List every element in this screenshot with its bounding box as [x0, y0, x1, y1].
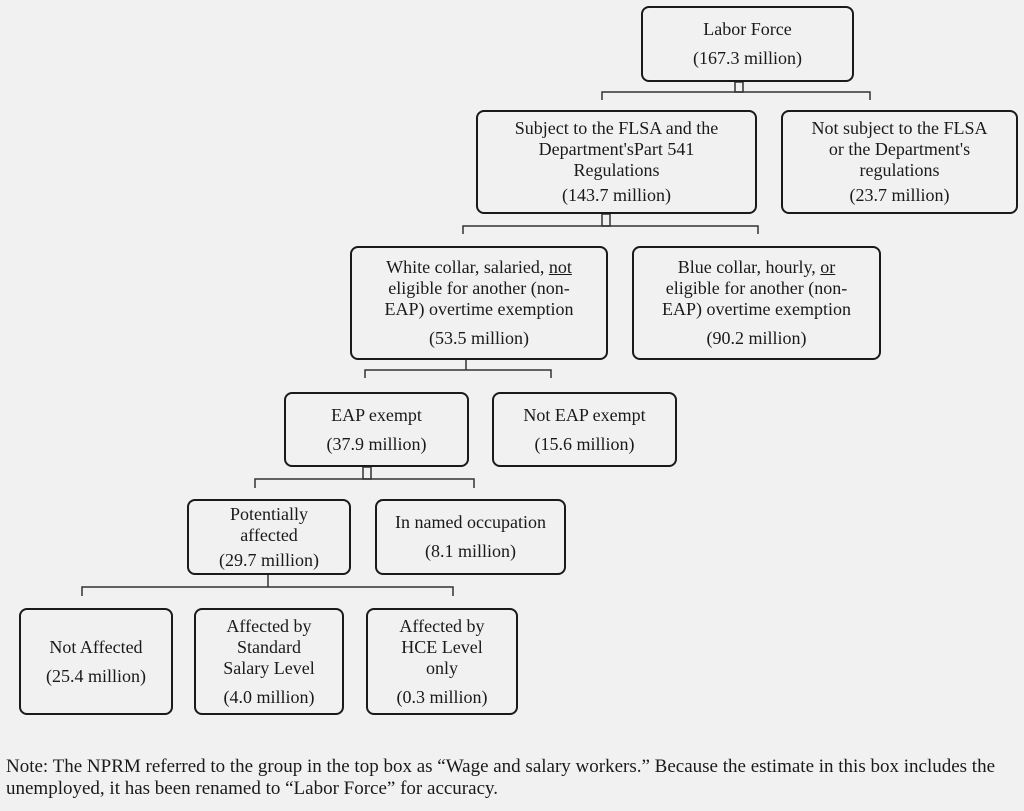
footnote: Note: The NPRM referred to the group in …	[6, 756, 996, 799]
white-collar-label-post: eligible for another (non- EAP) overtime…	[384, 278, 574, 319]
blue-collar-label: Blue collar, hourly, or eligible for ano…	[662, 257, 851, 320]
connector-stub	[601, 213, 611, 227]
potentially-affected-value: (29.7 million)	[219, 549, 319, 570]
eap-exempt-value: (37.9 million)	[326, 433, 427, 454]
affected-standard-box: Affected by Standard Salary Level (4.0 m…	[194, 608, 344, 715]
not-subject-value: (23.7 million)	[849, 185, 950, 205]
affected-hce-value: (0.3 million)	[396, 686, 488, 707]
eap-exempt-label: EAP exempt	[331, 404, 422, 425]
connector-stub	[734, 81, 744, 93]
blue-collar-box: Blue collar, hourly, or eligible for ano…	[632, 246, 881, 360]
connector-subject-flsa	[462, 225, 759, 234]
named-occupation-label: In named occupation	[395, 512, 546, 532]
not-eap-exempt-box: Not EAP exempt (15.6 million)	[492, 392, 677, 467]
blue-collar-label-pre: Blue collar, hourly,	[677, 257, 821, 277]
not-subject-label: Not subject to the FLSA or the Departmen…	[811, 118, 988, 180]
labor-force-label: Labor Force	[703, 19, 792, 39]
named-occupation-box: In named occupation (8.1 million)	[375, 499, 566, 575]
named-occupation-value: (8.1 million)	[425, 541, 516, 561]
not-affected-value: (25.4 million)	[46, 665, 146, 686]
blue-collar-label-post: eligible for another (non- EAP) overtime…	[662, 278, 851, 319]
subject-flsa-label: Subject to the FLSA and the Department's…	[514, 118, 719, 180]
affected-hce-box: Affected by HCE Level only (0.3 million)	[366, 608, 518, 715]
not-eap-exempt-value: (15.6 million)	[534, 433, 635, 454]
affected-hce-label: Affected by HCE Level only	[399, 615, 485, 678]
white-collar-label-pre: White collar, salaried,	[386, 257, 549, 277]
connector-potentially-affected	[81, 586, 454, 596]
connector-stub	[362, 466, 372, 480]
white-collar-value: (53.5 million)	[429, 328, 529, 348]
affected-standard-label: Affected by Standard Salary Level	[223, 615, 315, 678]
connector-white-collar	[364, 369, 552, 378]
eap-exempt-box: EAP exempt (37.9 million)	[284, 392, 469, 467]
potentially-affected-label: Potentially affected	[230, 503, 308, 545]
not-affected-box: Not Affected (25.4 million)	[19, 608, 173, 715]
white-collar-box: White collar, salaried, not eligible for…	[350, 246, 608, 360]
subject-flsa-value: (143.7 million)	[562, 185, 671, 205]
potentially-affected-box: Potentially affected (29.7 million)	[187, 499, 351, 575]
white-collar-label-underlined: not	[548, 257, 572, 277]
subject-flsa-box: Subject to the FLSA and the Department's…	[476, 110, 757, 214]
labor-force-value: (167.3 million)	[693, 48, 802, 68]
white-collar-label: White collar, salaried, not eligible for…	[385, 257, 574, 320]
not-subject-box: Not subject to the FLSA or the Departmen…	[781, 110, 1018, 214]
blue-collar-label-underlined: or	[820, 257, 836, 277]
affected-standard-value: (4.0 million)	[223, 686, 315, 707]
labor-force-box: Labor Force (167.3 million)	[641, 6, 854, 82]
connector-eap-exempt	[254, 478, 475, 488]
blue-collar-value: (90.2 million)	[706, 328, 807, 348]
connector-labor-force	[601, 91, 871, 100]
not-eap-exempt-label: Not EAP exempt	[523, 404, 646, 425]
not-affected-label: Not Affected	[49, 636, 143, 657]
